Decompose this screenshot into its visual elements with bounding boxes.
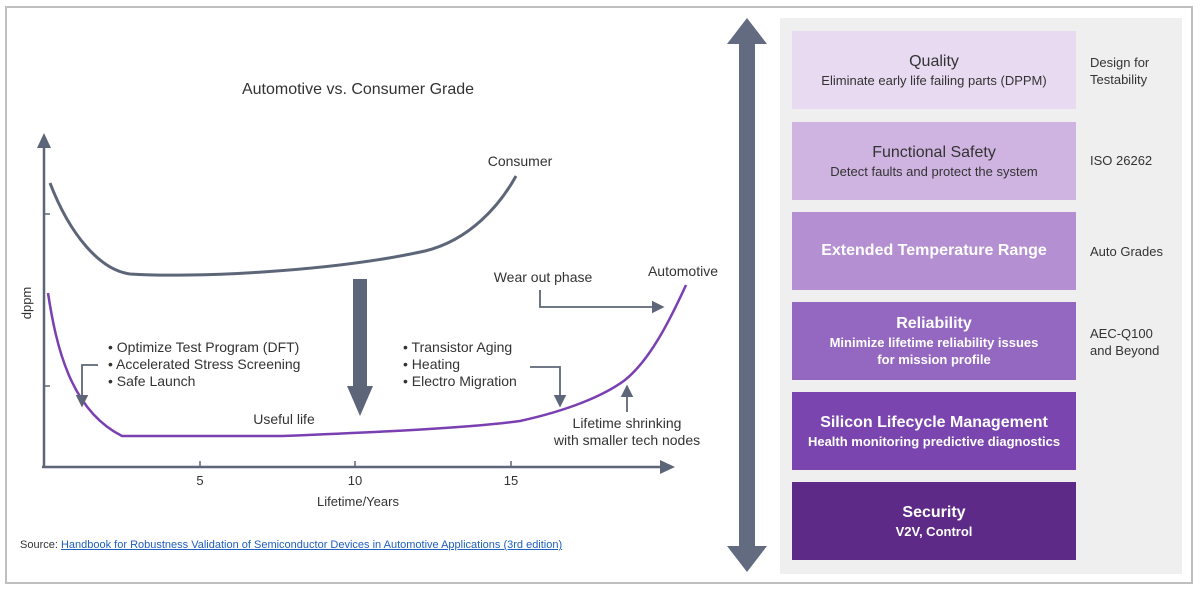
wear-bullets-arrow xyxy=(530,366,567,408)
functional-safety-subtitle: Detect faults and protect the system xyxy=(830,163,1038,179)
svg-text:• Transistor Aging: • Transistor Aging xyxy=(403,339,512,355)
lifetime-chart: Automotive vs. Consumer Grade 5 10 15 Li… xyxy=(19,81,718,509)
x-tick-label-5: 5 xyxy=(196,473,203,488)
reliability-side-line1: AEC-Q100 xyxy=(1090,326,1153,341)
reliability-title: Reliability xyxy=(896,315,972,332)
requirements-panel xyxy=(780,18,1182,574)
silicon-lifecycle-box: Silicon Lifecycle Management Health moni… xyxy=(792,392,1076,470)
reliability-side-note: AEC-Q100 and Beyond xyxy=(1090,325,1159,359)
x-axis-label: Lifetime/Years xyxy=(317,494,399,509)
silicon-lifecycle-title: Silicon Lifecycle Management xyxy=(820,413,1048,431)
quality-side-line1: Design for xyxy=(1090,55,1150,70)
early-life-bullets: • Optimize Test Program (DFT) • Accelera… xyxy=(108,339,300,389)
bullet-electro-migration: Electro Migration xyxy=(412,373,517,389)
y-axis-label: dppm xyxy=(19,287,34,320)
chart-title: Automotive vs. Consumer Grade xyxy=(242,81,474,98)
vertical-double-arrow xyxy=(727,18,767,572)
extended-temperature-side-note: Auto Grades xyxy=(1090,244,1163,259)
big-down-arrow-shaft xyxy=(353,279,367,387)
svg-text:• Accelerated Stress Screening: • Accelerated Stress Screening xyxy=(108,356,300,372)
reliability-side-line2: and Beyond xyxy=(1090,343,1160,358)
svg-text:• Safe Launch: • Safe Launch xyxy=(108,373,195,389)
y-axis-arrowhead xyxy=(37,133,51,148)
svg-text:• Electro Migration: • Electro Migration xyxy=(403,373,517,389)
bullet-dft: Optimize Test Program (DFT) xyxy=(117,339,300,355)
quality-box: Quality Eliminate early life failing par… xyxy=(792,31,1076,109)
wear-out-bullets: • Transistor Aging • Heating • Electro M… xyxy=(403,339,517,389)
automotive-label: Automotive xyxy=(648,263,718,279)
x-tick-label-10: 10 xyxy=(348,473,362,488)
bullet-stress-screening: Accelerated Stress Screening xyxy=(116,356,300,372)
security-box: Security V2V, Control xyxy=(792,482,1076,560)
functional-safety-side-note: ISO 26262 xyxy=(1090,153,1153,168)
reliability-box: Reliability Minimize lifetime reliabilit… xyxy=(792,302,1076,380)
consumer-curve xyxy=(48,175,518,277)
functional-safety-box: Functional Safety Detect faults and prot… xyxy=(792,122,1076,200)
source-link[interactable]: Handbook for Robustness Validation of Se… xyxy=(60,539,563,551)
x-axis-arrowhead xyxy=(660,460,675,474)
big-down-arrow-head xyxy=(347,386,373,416)
early-life-arrow xyxy=(75,364,98,408)
reliability-subtitle-line2: for mission profile xyxy=(877,352,991,367)
wear-out-label: Wear out phase xyxy=(494,269,593,285)
security-title: Security xyxy=(902,503,966,521)
shrinking-label-line2: with smaller tech nodes xyxy=(553,432,700,448)
source-note: Source: Handbook for Robustness Validati… xyxy=(20,539,562,551)
silicon-lifecycle-subtitle: Health monitoring predictive diagnostics xyxy=(807,433,1061,449)
shrinking-label-line1: Lifetime shrinking xyxy=(573,415,682,431)
quality-side-line2: Testability xyxy=(1090,72,1148,87)
bullet-transistor-aging: Transistor Aging xyxy=(412,339,513,355)
bullet-safe-launch: Safe Launch xyxy=(117,373,196,389)
useful-life-label: Useful life xyxy=(253,411,315,427)
reliability-subtitle-line1: Minimize lifetime reliability issues xyxy=(829,335,1039,350)
bullet-heating: Heating xyxy=(412,356,460,372)
quality-side-note: Design for Testability xyxy=(1090,54,1149,88)
extended-temperature-box: Extended Temperature Range xyxy=(792,212,1076,290)
quality-title: Quality xyxy=(909,52,959,70)
source-prefix: Source: xyxy=(20,539,61,551)
x-tick-label-15: 15 xyxy=(504,473,518,488)
quality-subtitle: Eliminate early life failing parts (DPPM… xyxy=(821,72,1047,88)
security-subtitle: V2V, Control xyxy=(895,523,973,539)
consumer-label: Consumer xyxy=(488,153,553,169)
svg-text:• Optimize Test Program (DFT): • Optimize Test Program (DFT) xyxy=(108,339,299,355)
functional-safety-title: Functional Safety xyxy=(872,143,996,161)
extended-temperature-title: Extended Temperature Range xyxy=(821,242,1047,259)
wear-out-arrow xyxy=(539,290,665,314)
svg-text:• Heating: • Heating xyxy=(403,356,460,372)
